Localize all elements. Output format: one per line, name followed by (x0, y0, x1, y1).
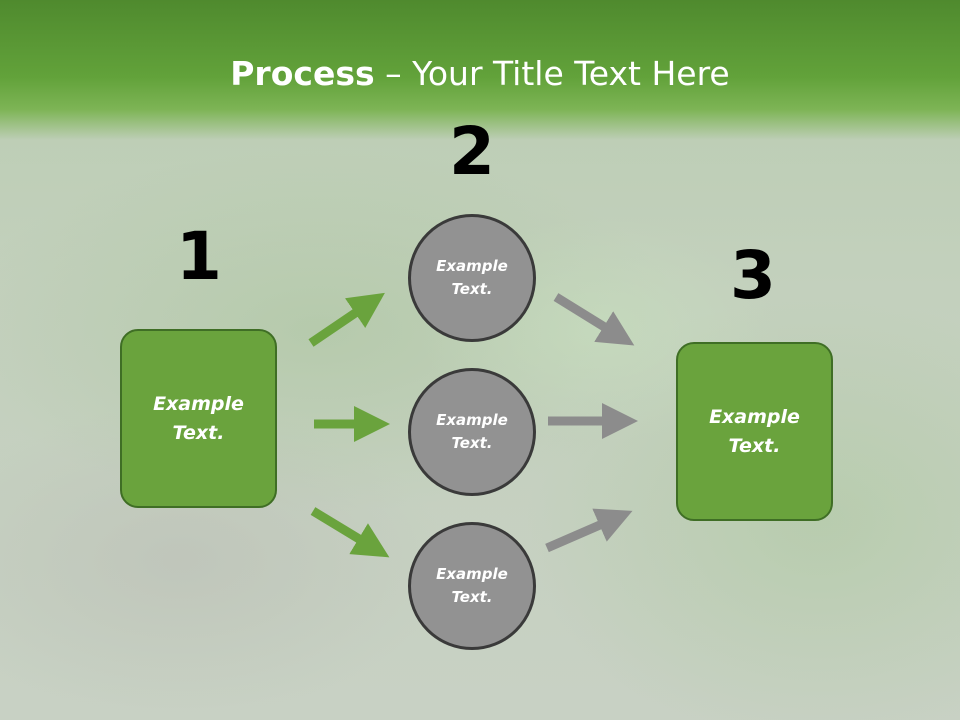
step-number-3: 3 (730, 237, 776, 314)
arrow-from-bottom-circle (545, 508, 633, 553)
step-1-box: Example Text. (120, 329, 277, 508)
slide-title: Process – Your Title Text Here (0, 52, 960, 96)
title-bold: Process (230, 54, 375, 93)
step-3-box: Example Text. (676, 342, 833, 521)
arrow-to-top-circle (308, 292, 385, 347)
title-rest: – Your Title Text Here (374, 54, 730, 93)
title-band (0, 0, 960, 140)
step-2-circle-top: Example Text. (408, 214, 536, 342)
step-number-2: 2 (449, 113, 495, 190)
step-2-circle-bottom: Example Text. (408, 522, 536, 650)
step-2-circle-middle: Example Text. (408, 368, 536, 496)
step-number-1: 1 (176, 218, 222, 295)
arrow-to-bottom-circle (310, 507, 390, 558)
arrow-from-top-circle (553, 293, 635, 346)
